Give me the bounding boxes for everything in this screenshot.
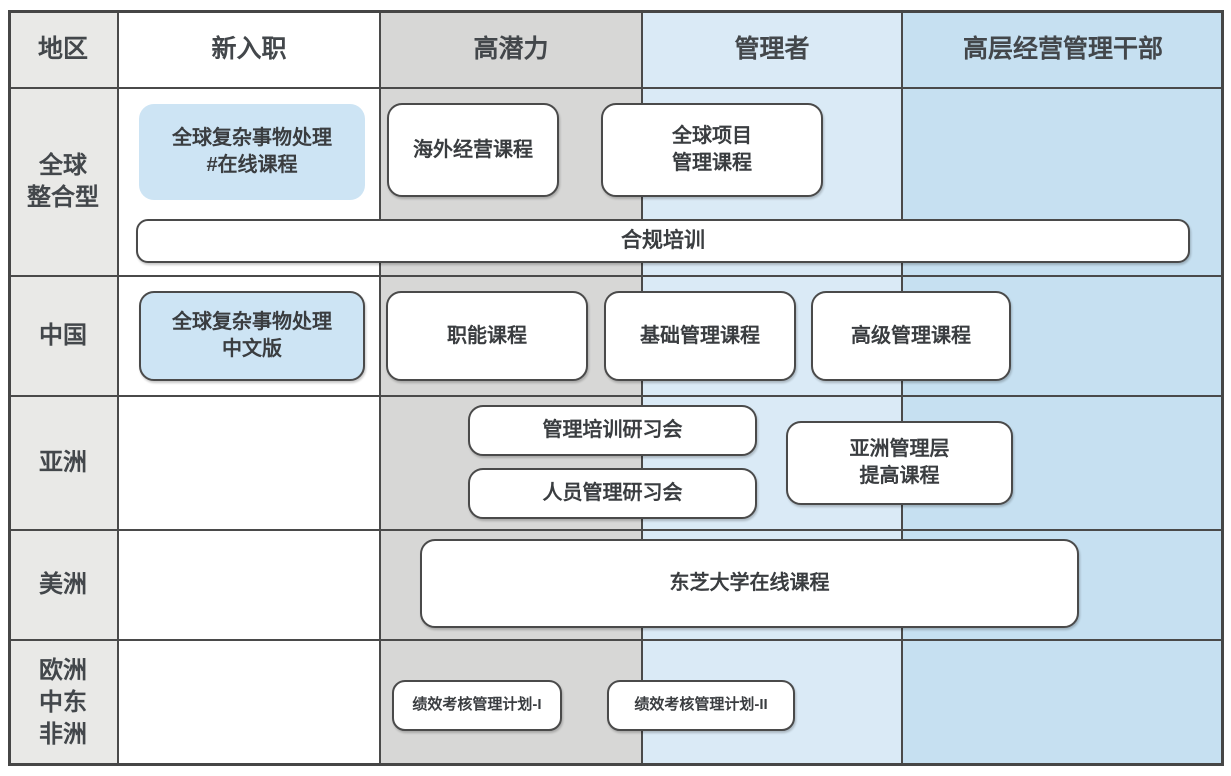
row-label-global-integrated: 全球 整合型 <box>27 152 99 211</box>
row-label-china: 中国 <box>39 322 87 350</box>
row-divider <box>8 87 1224 89</box>
course-box-compliance-training: 合规培训 <box>136 219 1190 263</box>
row-divider <box>8 275 1224 277</box>
column-header-high-potential: 高潜力 <box>473 34 549 63</box>
column-header-manager: 管理者 <box>734 34 810 63</box>
course-box-global-project-mgmt: 全球项目 管理课程 <box>601 103 823 197</box>
course-box-overseas-business: 海外经营课程 <box>387 103 559 197</box>
row-label-asia: 亚洲 <box>39 449 87 477</box>
column-divider <box>117 10 119 766</box>
course-box-functional-course: 职能课程 <box>386 291 588 381</box>
column-divider <box>379 10 381 766</box>
course-box-global-complex-online: 全球复杂事物处理 #在线课程 <box>139 104 365 200</box>
course-box-performance-plan-2: 绩效考核管理计划-II <box>607 680 795 731</box>
row-divider <box>8 639 1224 641</box>
course-box-global-complex-chinese: 全球复杂事物处理 中文版 <box>139 291 365 381</box>
column-divider <box>641 10 643 766</box>
course-box-advanced-mgmt-course: 高级管理课程 <box>811 291 1011 381</box>
column-header-executive: 高层经营管理干部 <box>962 34 1163 63</box>
course-box-toshiba-univ-online: 东芝大学在线课程 <box>420 539 1079 628</box>
column-header-new-hire: 新入职 <box>211 34 287 63</box>
executive-column-background <box>902 10 1224 766</box>
corner-header-region: 地区 <box>37 34 88 63</box>
row-label-europe-middle-east-africa: 欧洲 中东 非洲 <box>39 657 87 748</box>
row-divider <box>8 529 1224 531</box>
row-divider <box>8 395 1224 397</box>
course-box-performance-plan-1: 绩效考核管理计划-I <box>392 680 562 731</box>
course-box-mgmt-training-workshop: 管理培训研习会 <box>468 405 757 456</box>
course-box-asia-mgmt-improvement: 亚洲管理层 提高课程 <box>786 421 1013 505</box>
course-box-people-mgmt-workshop: 人员管理研习会 <box>468 468 757 519</box>
column-divider <box>901 10 903 766</box>
course-box-basic-mgmt-course: 基础管理课程 <box>604 291 796 381</box>
row-label-americas: 美洲 <box>39 571 87 599</box>
